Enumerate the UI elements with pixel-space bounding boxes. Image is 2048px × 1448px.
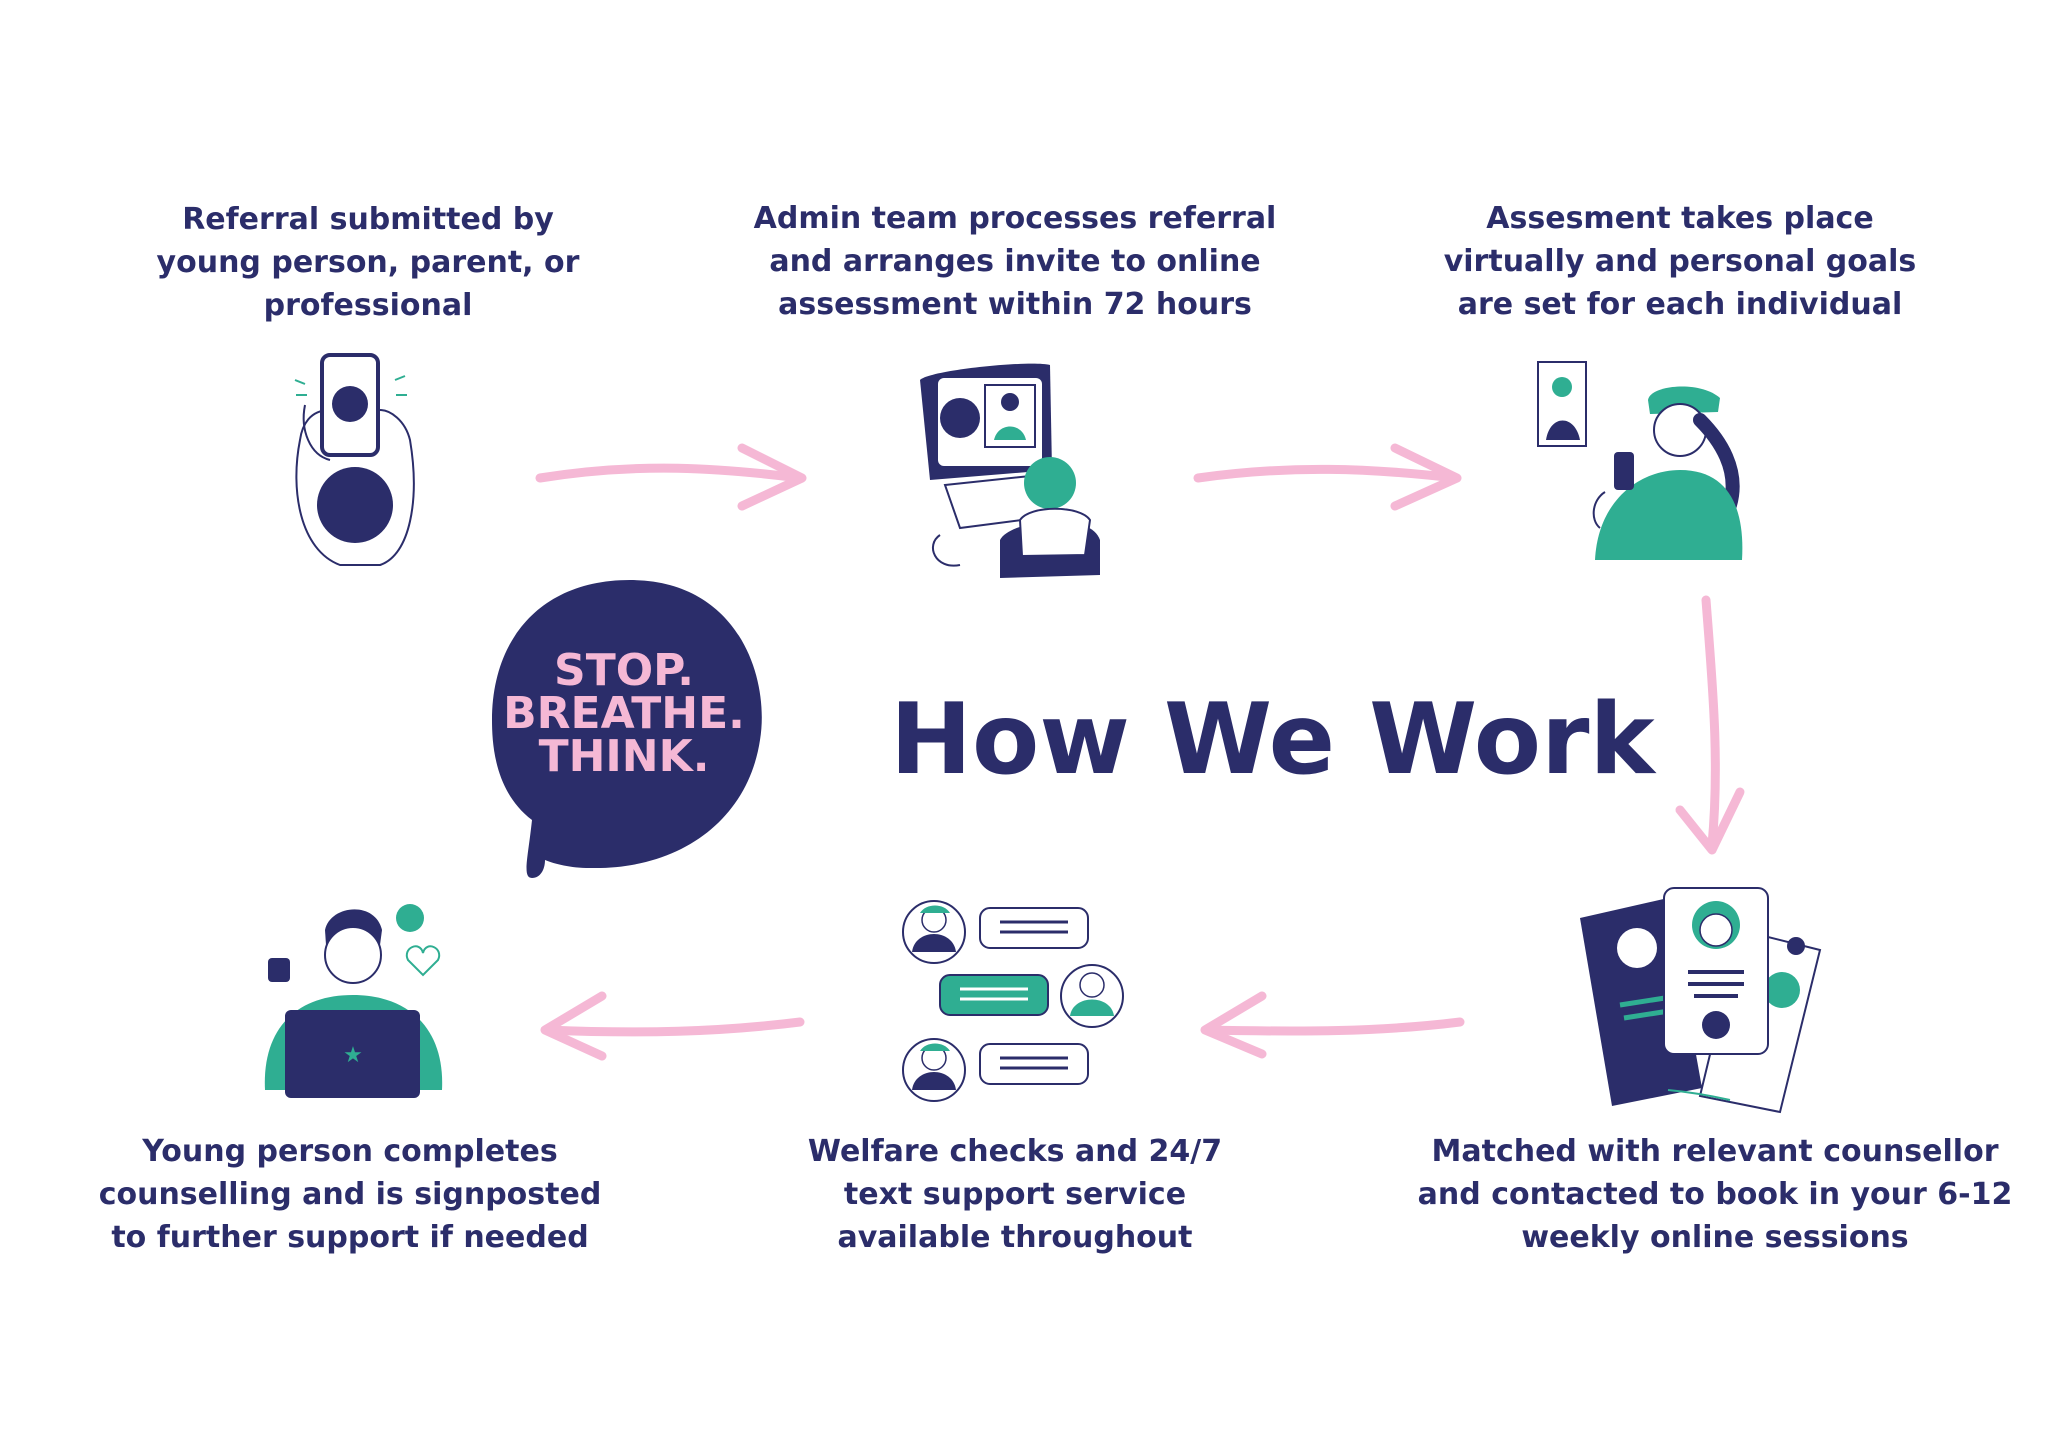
computer-video-call-icon: [920, 363, 1100, 578]
chat-messages-icon: [902, 900, 1124, 1102]
arrow-step2-to-step3: [1193, 443, 1462, 511]
person-with-laptop-icon: ★: [264, 904, 443, 1098]
step-3-caption: Assesment takes place virtually and pers…: [1443, 201, 1917, 322]
phone-in-hand-icon: [294, 353, 415, 566]
step-4-caption: Matched with relevant counsellor and con…: [1417, 1134, 2013, 1255]
logo-speech-bubble: STOP. BREATHE. THINK.: [492, 580, 762, 878]
counsellor-profile-cards-icon: [1580, 887, 1822, 1114]
step-6-caption: Young person completes counselling and i…: [98, 1134, 602, 1255]
arrow-step4-to-step5: [1200, 991, 1465, 1059]
arrow-step3-to-step4: [1675, 595, 1745, 855]
logo-line-1: STOP.: [554, 645, 694, 696]
logo-line-3: THINK.: [539, 731, 710, 782]
arrow-step1-to-step2: [535, 443, 807, 511]
step-2-caption: Admin team processes referral and arrang…: [753, 201, 1277, 322]
svg-text:★: ★: [343, 1043, 363, 1068]
arrow-step5-to-step6: [540, 991, 805, 1061]
person-on-phone-icon: [1537, 361, 1743, 560]
page-title: How We Work: [890, 683, 1655, 797]
logo-line-2: BREATHE.: [503, 688, 745, 739]
step-5-caption: Welfare checks and 24/7 text support ser…: [807, 1134, 1223, 1255]
step-1-caption: Referral submitted by young person, pare…: [156, 202, 580, 323]
